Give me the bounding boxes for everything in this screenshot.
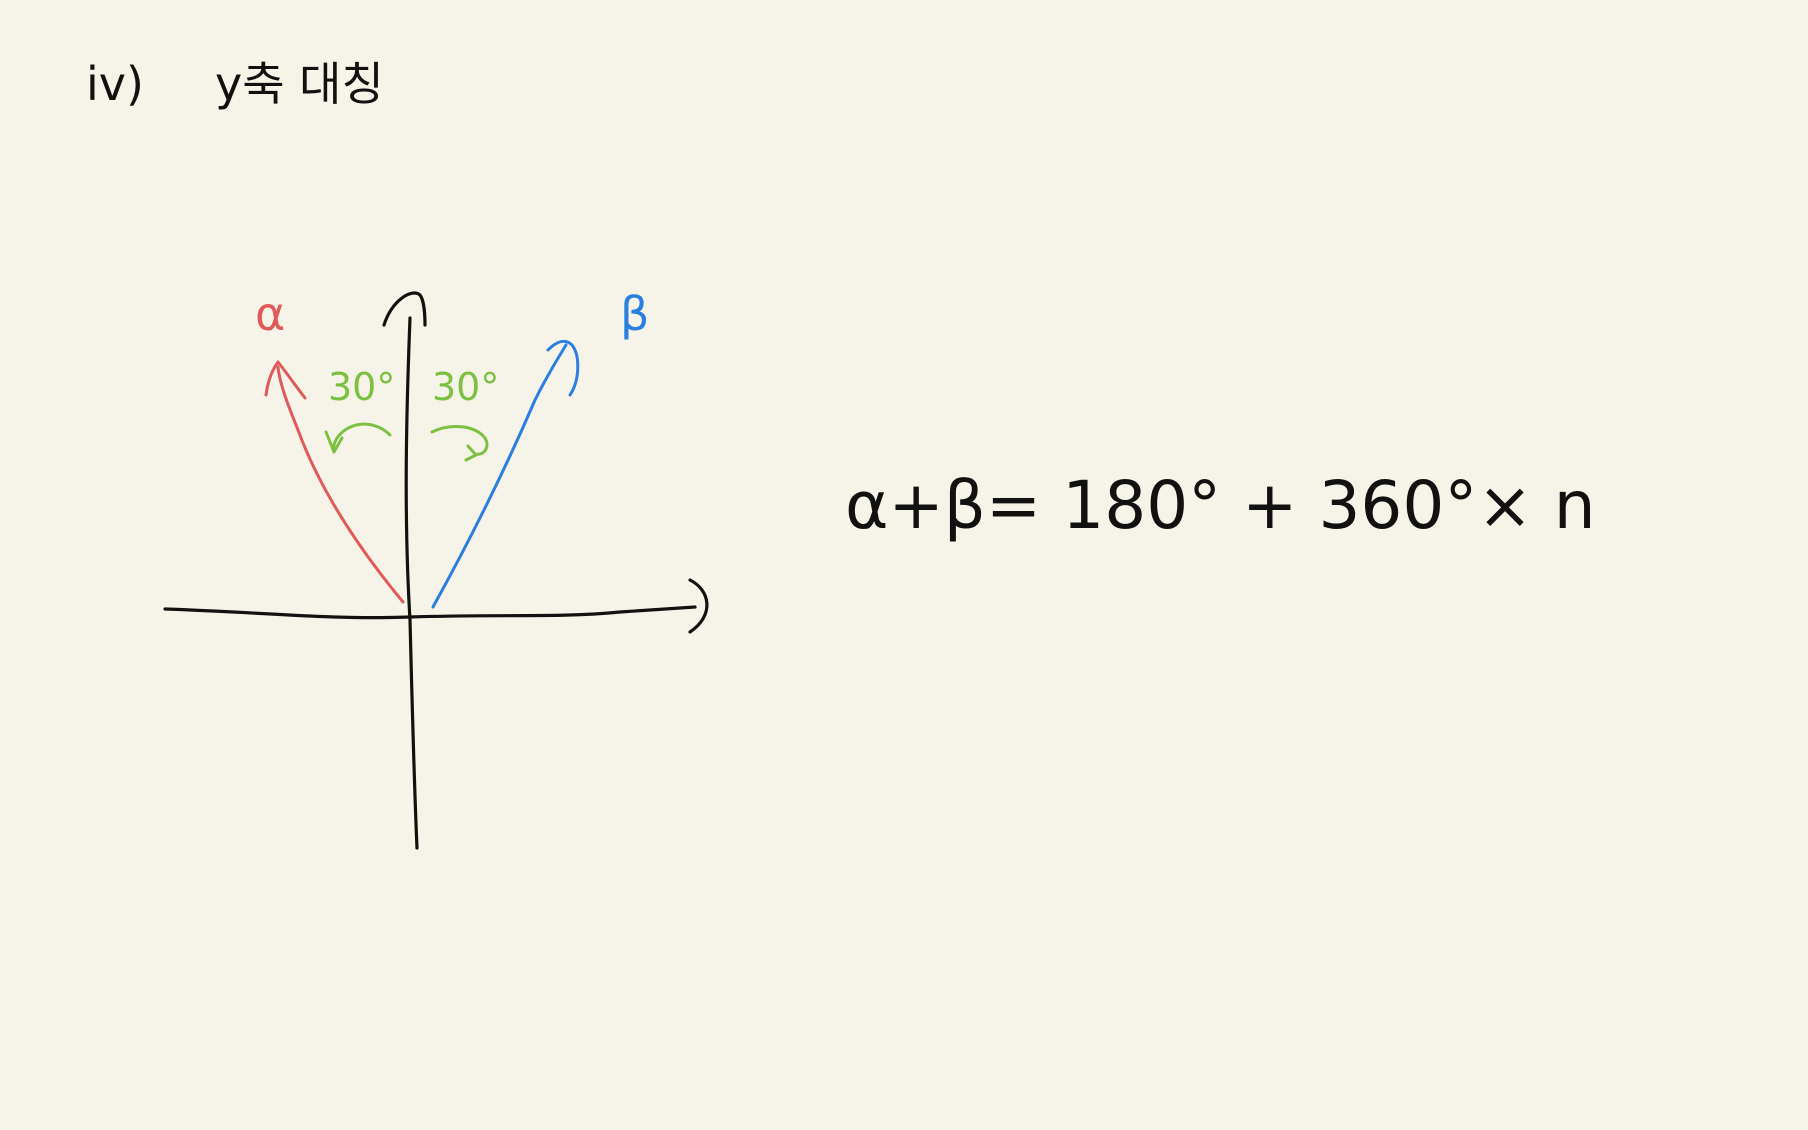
beta-ray <box>431 339 580 609</box>
heading-title: y축 대칭 <box>215 57 384 111</box>
equation-text: α+β= 180° + 360°× n <box>845 467 1596 544</box>
y-axis <box>404 316 419 850</box>
angle-left-label: 30° <box>328 365 395 409</box>
alpha-label: α <box>255 287 285 341</box>
angle-left-arrowhead <box>324 430 344 454</box>
beta-arrowhead <box>546 339 580 397</box>
alpha-ray <box>264 360 405 604</box>
beta-label: β <box>620 287 649 341</box>
beta-ray-line <box>431 343 568 609</box>
y-axis-arrowhead <box>382 291 427 327</box>
coordinate-axes <box>163 291 709 850</box>
alpha-ray-line <box>276 365 405 604</box>
x-axis-arrowhead <box>688 578 709 634</box>
angle-right-arc <box>430 425 489 456</box>
angle-right-arrowhead <box>464 444 478 462</box>
x-axis <box>163 605 697 620</box>
alpha-arrowhead <box>264 360 307 400</box>
heading-number: iv) <box>86 57 144 111</box>
angle-right-label: 30° <box>432 365 499 409</box>
